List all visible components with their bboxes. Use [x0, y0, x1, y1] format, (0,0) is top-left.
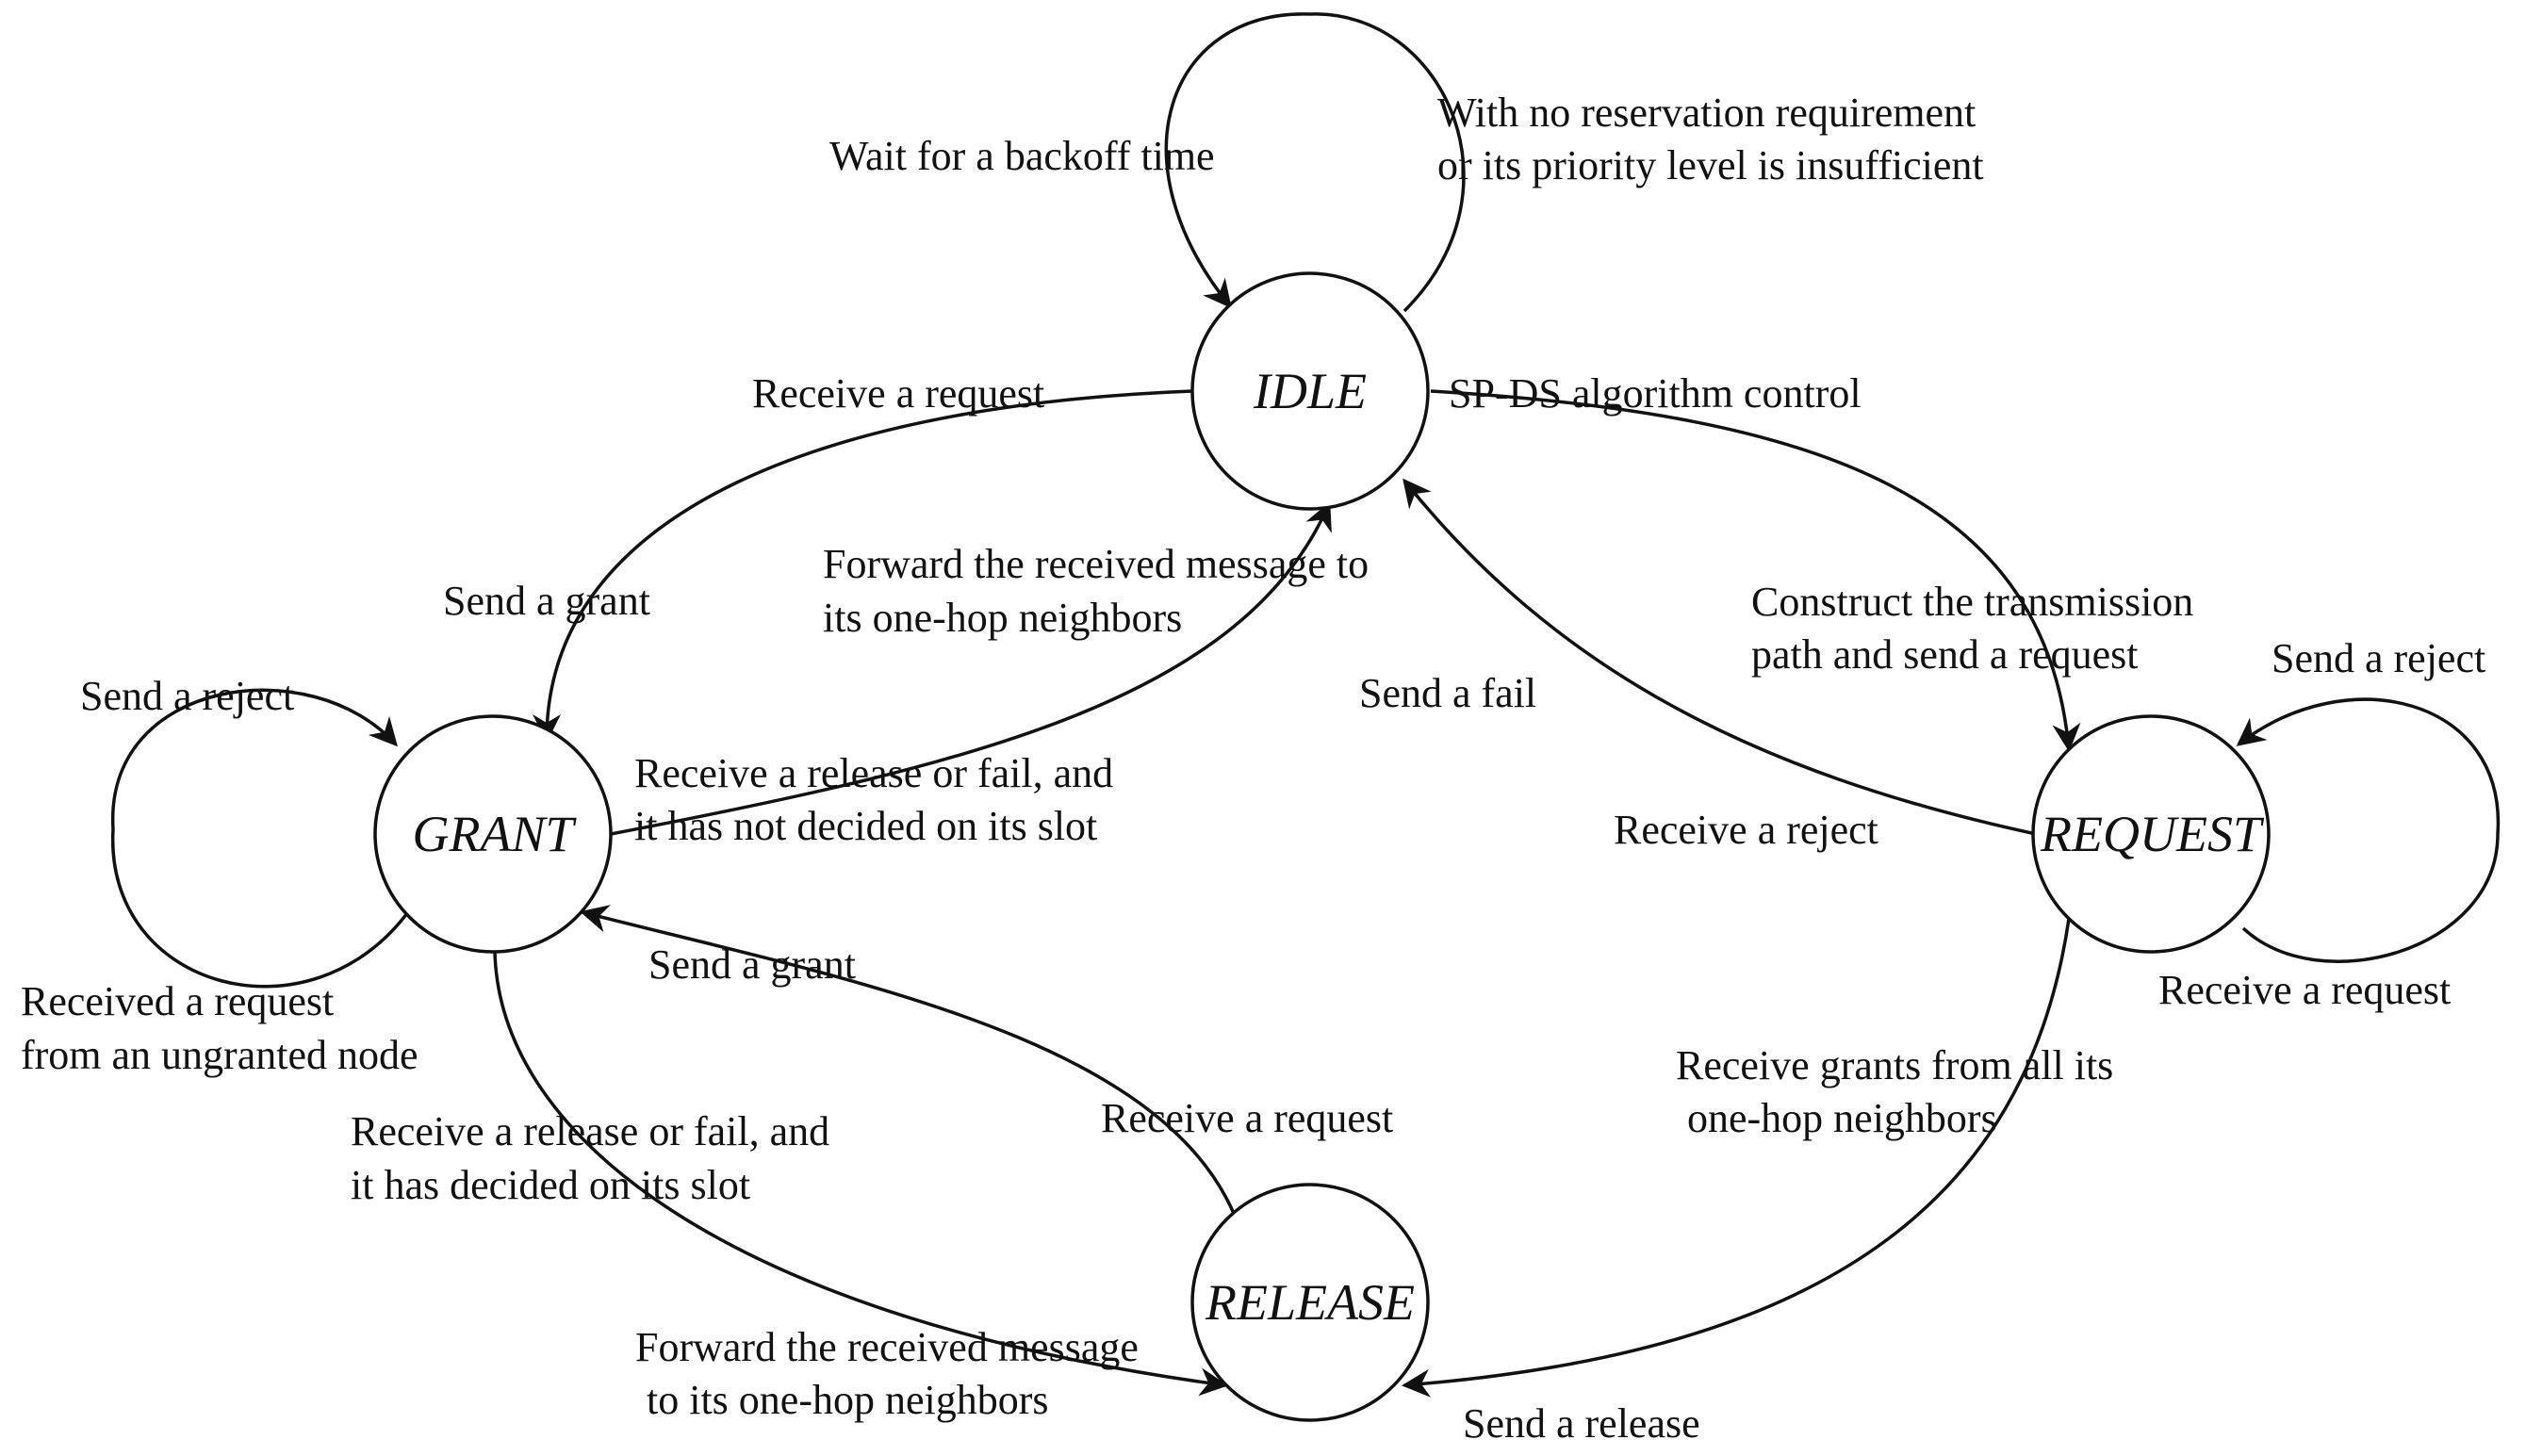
request-to-release-edge [1402, 918, 2071, 1398]
state-grant-label: GRANT [412, 806, 577, 862]
grant-self-loop-edge [111, 688, 412, 989]
grant-not-decided-label-line2: it has not decided on its slot [634, 803, 1097, 849]
idle-self-left-label: Wait for a backoff time [829, 133, 1215, 179]
grant-decided-label-line1: Receive a release or fail, and [351, 1108, 829, 1154]
grant-to-idle-edge [610, 501, 1332, 836]
construct-label-line2: path and send a request [1751, 631, 2139, 678]
receive-reject-label: Receive a reject [1614, 807, 1878, 853]
receive-grants-label-line2: one-hop neighbors [1687, 1095, 1997, 1141]
grant-self-received-label-line1: Received a request [21, 978, 334, 1024]
grant-to-release-edge [493, 951, 1228, 1397]
construct-label-line1: Construct the transmission [1751, 579, 2193, 625]
forward-top-label-line1: Forward the received message to [823, 541, 1369, 587]
request-to-idle-edge [1402, 478, 2037, 836]
release-receive-request-label: Receive a request [1101, 1095, 1393, 1141]
state-release: RELEASE [1190, 1183, 1430, 1422]
state-request-circle [2031, 714, 2271, 954]
request-self-receive-label: Receive a request [2158, 967, 2451, 1013]
idle-to-request-edge [1430, 389, 2081, 752]
state-grant-circle [373, 714, 613, 954]
grant-self-reject-label: Send a reject [80, 673, 294, 719]
idle-to-grant-edge [533, 389, 1193, 743]
state-request-label: REQUEST [2040, 806, 2265, 862]
send-fail-label: Send a fail [1359, 670, 1536, 716]
state-release-circle [1190, 1183, 1430, 1422]
grant-not-decided-label-line1: Receive a release or fail, and [634, 750, 1113, 796]
state-idle: IDLE [1190, 271, 1430, 511]
release-to-grant-edge [580, 905, 1237, 1217]
state-release-label: RELEASE [1205, 1274, 1415, 1331]
grant-decided-label-line2: it has decided on its slot [351, 1162, 750, 1208]
state-grant: GRANT [373, 714, 613, 954]
receive-grants-label-line1: Receive grants from all its [1676, 1042, 2113, 1088]
request-self-reject-label: Send a reject [2272, 635, 2485, 681]
request-self-loop-edge [2236, 697, 2501, 963]
forward-bottom-label-line1: Forward the received message [635, 1324, 1139, 1370]
state-request: REQUEST [2031, 714, 2271, 954]
idle-receive-request-label: Receive a request [752, 370, 1044, 417]
grant-send-grant-top-label: Send a grant [443, 578, 650, 624]
idle-self-right-label-line1: With no reservation requirement [1437, 90, 1976, 136]
release-send-grant-label: Send a grant [648, 941, 856, 988]
idle-self-right-label-line2: or its priority level is insufficient [1437, 142, 1984, 188]
grant-self-received-label-line2: from an ungranted node [21, 1032, 418, 1078]
state-idle-label: IDLE [1253, 363, 1367, 419]
send-release-label: Send a release [1463, 1400, 1700, 1447]
idle-spds-label: SP-DS algorithm control [1449, 370, 1862, 417]
forward-bottom-label-line2: to its one-hop neighbors [647, 1377, 1049, 1423]
forward-top-label-line2: its one-hop neighbors [823, 595, 1182, 641]
state-idle-circle [1190, 271, 1430, 511]
idle-self-loop-edge [1164, 12, 1466, 313]
